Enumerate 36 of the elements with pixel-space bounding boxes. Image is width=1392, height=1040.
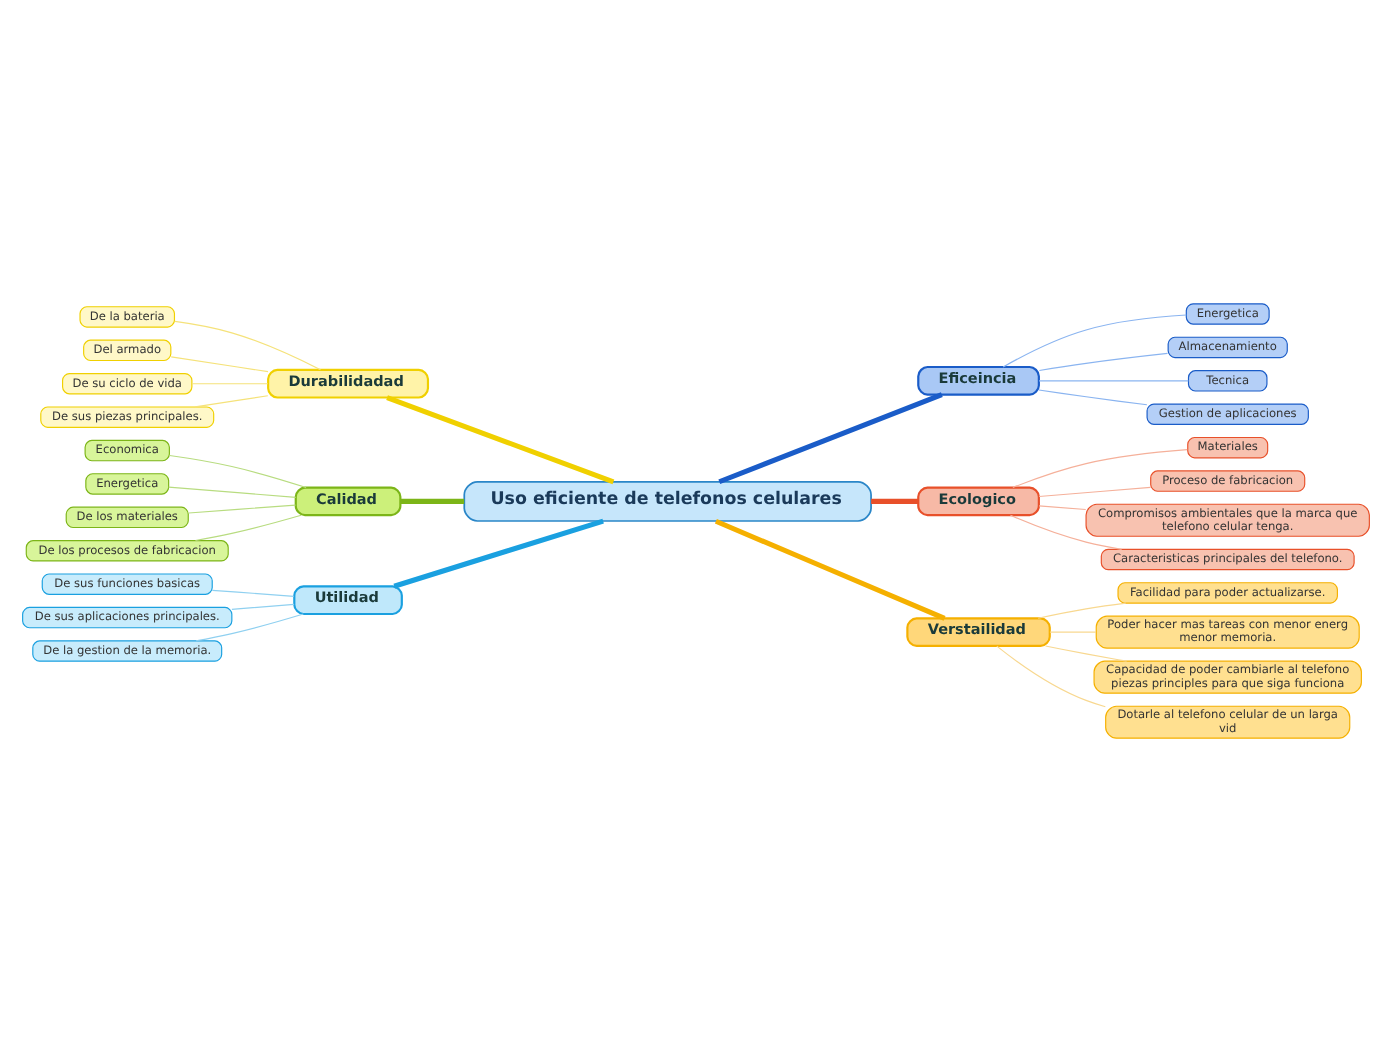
connector: [400, 497, 465, 503]
connector: [170, 355, 269, 372]
connector: [211, 588, 295, 596]
node-box: Calidad: [294, 485, 402, 516]
connector: [194, 513, 302, 541]
connector: [1037, 601, 1127, 618]
node-box: Uso eficiente de telefonos celulares: [463, 479, 872, 521]
connector: [386, 394, 615, 484]
connector: [714, 517, 946, 620]
connector: [1045, 644, 1128, 661]
connector: [1012, 448, 1188, 488]
connector: [188, 503, 297, 513]
connector: [1038, 351, 1169, 371]
connector: [168, 485, 297, 497]
connector: [1038, 379, 1190, 381]
connector: [996, 644, 1106, 707]
node-box: Utilidad: [293, 584, 403, 615]
connector: [1038, 485, 1152, 497]
connector: [718, 391, 943, 484]
connector: [194, 394, 269, 407]
connector: [871, 497, 918, 503]
connector: [1038, 388, 1148, 405]
connector: [1038, 504, 1087, 510]
node-box: Ecologico: [917, 485, 1040, 516]
connector: [1049, 630, 1097, 632]
connector: [191, 382, 269, 384]
connector: [174, 319, 322, 370]
connector: [1002, 313, 1187, 367]
connector: [393, 517, 604, 588]
connector: [1009, 513, 1123, 549]
node-box: Verstailidad: [906, 616, 1051, 647]
connector: [169, 453, 307, 488]
node-box: Eficeincia: [917, 364, 1040, 395]
node-box: Durabilidadad: [267, 367, 430, 398]
connector: [195, 612, 304, 641]
connector: [231, 602, 295, 609]
